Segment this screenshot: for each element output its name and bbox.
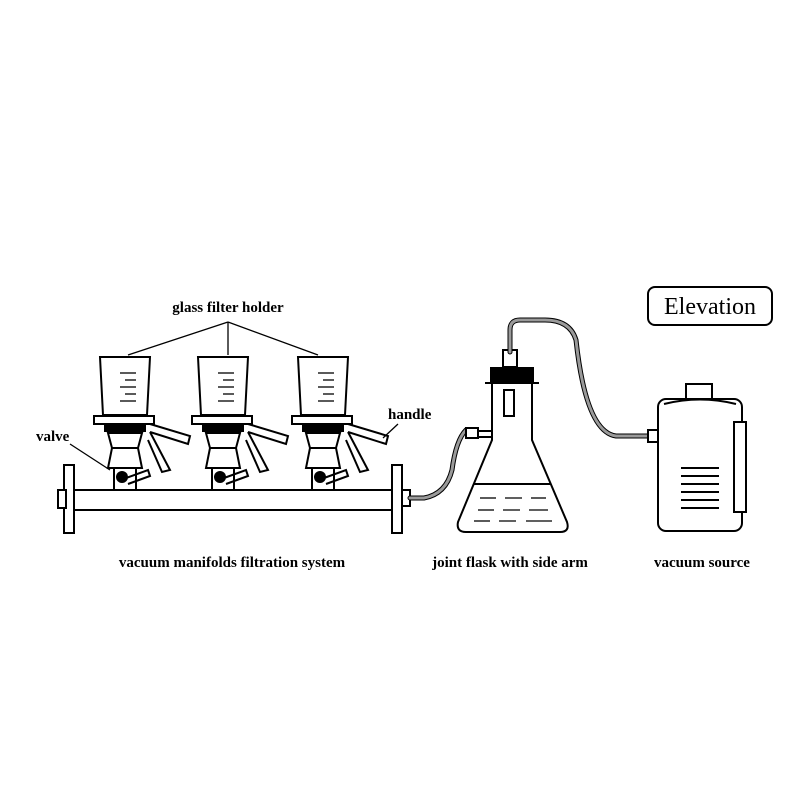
filter-holder-1 bbox=[93, 356, 192, 491]
valve-pointer bbox=[69, 443, 111, 471]
vacuum-source-label: vacuum source bbox=[654, 555, 750, 571]
elevation-title-text: Elevation bbox=[664, 294, 756, 320]
hose-manifold-to-flask bbox=[407, 427, 469, 501]
glass-filter-holder-label: glass filter holder bbox=[172, 300, 284, 316]
handle-pointer bbox=[382, 423, 399, 439]
glass-filter-holder-pointers bbox=[127, 321, 319, 356]
elevation-title: Elevation bbox=[647, 286, 773, 326]
manifold-label: vacuum manifolds filtration system bbox=[119, 555, 346, 571]
filter-holder-3 bbox=[291, 356, 390, 491]
vacuum-source bbox=[657, 383, 747, 532]
filter-holder-2 bbox=[191, 356, 290, 491]
handle-label: handle bbox=[388, 407, 432, 423]
flask-label: joint flask with side arm bbox=[431, 555, 588, 571]
joint-flask bbox=[456, 349, 569, 533]
valve-label: valve bbox=[36, 429, 70, 445]
hose-flask-to-pump bbox=[507, 317, 659, 443]
